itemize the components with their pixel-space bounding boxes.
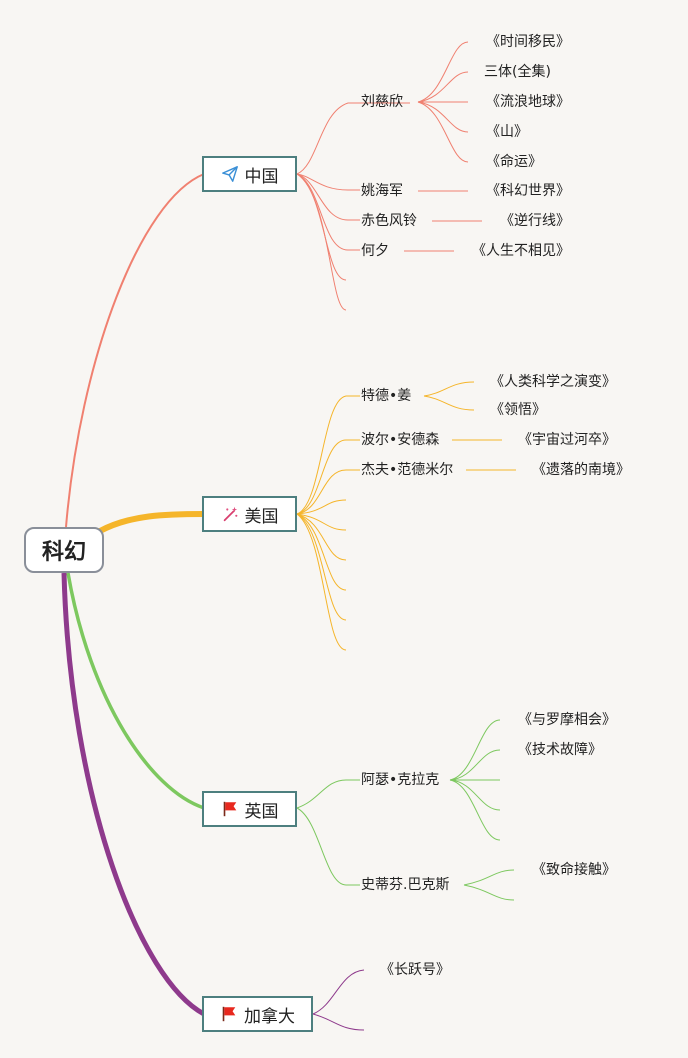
author-node[interactable]: 杰夫•范德米尔 [361, 462, 454, 478]
author-node[interactable]: 波尔•安德森 [361, 432, 440, 448]
root-label: 科幻 [41, 540, 86, 565]
work-node[interactable]: 《逆行线》 [500, 213, 570, 229]
work-node[interactable]: 《人生不相见》 [472, 243, 570, 259]
country-node-canada[interactable]: 加拿大 [202, 996, 313, 1032]
work-node[interactable]: 《时间移民》 [486, 34, 570, 50]
country-label: 加拿大 [244, 1006, 295, 1027]
branch-canada [61, 572, 206, 1017]
work-node[interactable]: 《流浪地球》 [486, 94, 570, 110]
country-node-uk[interactable]: 英国 [202, 791, 297, 827]
author-node[interactable]: 特德•姜 [361, 388, 412, 404]
paper-plane-icon [221, 166, 238, 182]
work-node[interactable]: 《致命接触》 [532, 862, 616, 878]
work-node[interactable]: 《人类科学之演变》 [490, 374, 616, 390]
china-connectors [296, 41, 482, 311]
red-flag-icon [223, 801, 236, 817]
magic-wand-icon [223, 506, 237, 522]
author-node[interactable]: 史蒂芬.巴克斯 [361, 877, 450, 893]
country-label: 中国 [244, 166, 279, 187]
work-node[interactable]: 《命运》 [486, 154, 542, 170]
country-label: 美国 [244, 506, 279, 527]
red-flag-icon [222, 1006, 236, 1022]
uk-connectors [296, 719, 515, 901]
author-node[interactable]: 刘慈欣 [361, 94, 403, 110]
work-node[interactable]: 《宇宙过河卒》 [518, 432, 616, 448]
work-node[interactable]: 《长跃号》 [380, 962, 450, 978]
branch-china [65, 173, 205, 528]
country-label: 英国 [244, 801, 279, 822]
author-node[interactable]: 阿瑟•克拉克 [361, 772, 440, 788]
usa-connectors [296, 381, 516, 651]
work-node[interactable]: 《领悟》 [490, 402, 546, 418]
canada-connectors [312, 969, 365, 1031]
work-node[interactable]: 三体(全集) [484, 64, 551, 80]
author-node[interactable]: 何夕 [361, 243, 389, 259]
country-node-usa[interactable]: 美国 [202, 496, 297, 532]
country-node-china[interactable]: 中国 [202, 156, 297, 192]
author-node[interactable]: 姚海军 [361, 183, 403, 199]
work-node[interactable]: 《山》 [486, 124, 528, 140]
branch-usa [98, 511, 205, 534]
work-node[interactable]: 《遗落的南境》 [532, 462, 630, 478]
work-node[interactable]: 《科幻世界》 [486, 183, 570, 199]
branch-uk [66, 572, 205, 810]
root-node[interactable]: 科幻 [24, 527, 104, 573]
author-node[interactable]: 赤色风铃 [361, 213, 417, 229]
work-node[interactable]: 《与罗摩相会》 [518, 712, 616, 728]
work-node[interactable]: 《技术故障》 [518, 742, 602, 758]
